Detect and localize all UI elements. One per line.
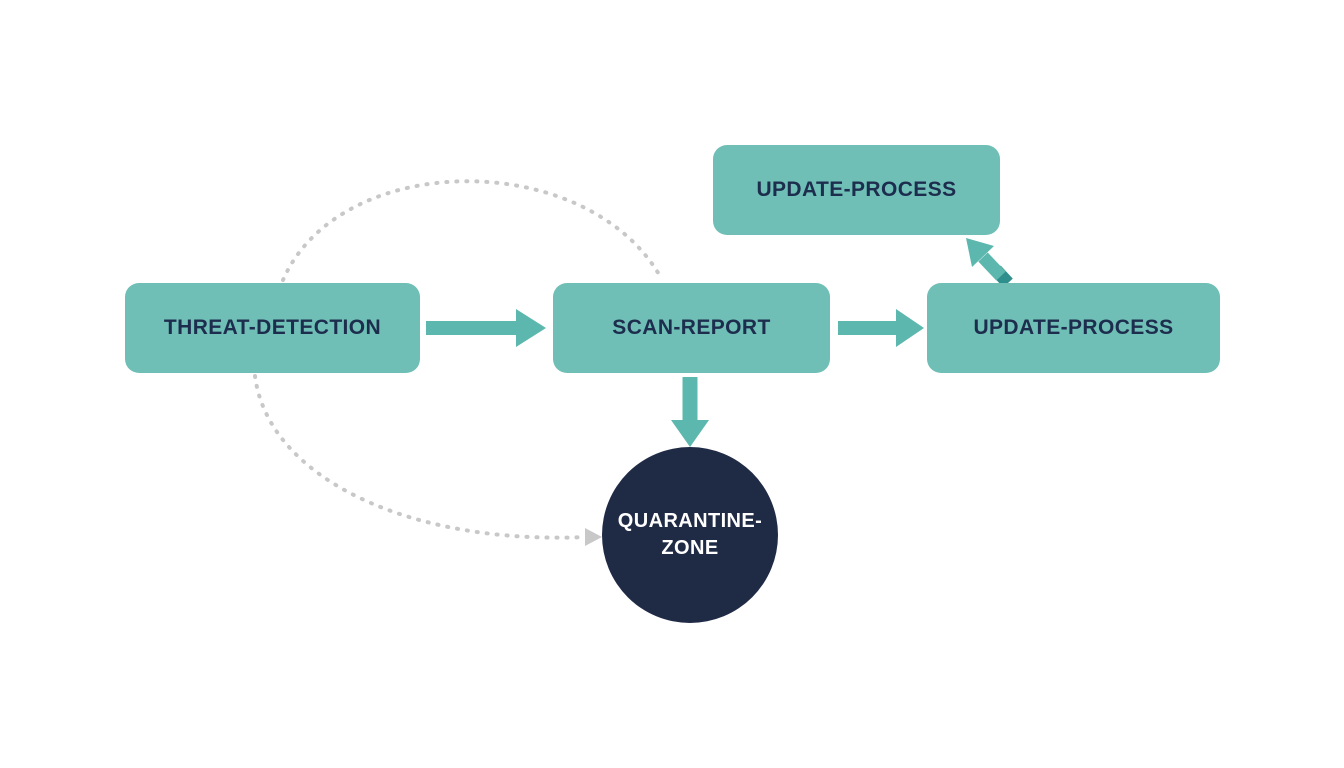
node-update-process-top: UPDATE-PROCESS: [713, 145, 1000, 235]
node-update-process-right-label: UPDATE-PROCESS: [973, 316, 1174, 339]
arrow-scan-to-quarantine-head: [671, 420, 709, 447]
arrow-update-to-update-accent: [991, 265, 1013, 288]
node-quarantine-zone-label-line2: ZONE: [661, 537, 719, 559]
arrow-update-to-update-head: [966, 238, 994, 267]
node-threat-detection-label: THREAT-DETECTION: [163, 316, 382, 339]
dotted-edge-threat-to-scan: [281, 179, 662, 282]
node-scan-report-label: SCAN-REPORT: [612, 316, 771, 339]
dotted-edge-arrowhead: [585, 528, 602, 546]
dotted-edge-threat-to-quarantine: [253, 374, 588, 540]
node-update-process-top-label: UPDATE-PROCESS: [756, 178, 957, 201]
node-quarantine-zone: QUARANTINE- ZONE: [602, 447, 778, 623]
arrow-update-to-update-shaft: [978, 252, 1006, 281]
arrow-threat-to-scan-head: [516, 309, 546, 347]
arrow-scan-to-update-head: [896, 309, 924, 347]
node-quarantine-zone-label-line1: QUARANTINE-: [617, 510, 763, 532]
node-update-process-right: UPDATE-PROCESS: [927, 283, 1220, 373]
node-scan-report: SCAN-REPORT: [553, 283, 830, 373]
node-threat-detection: THREAT-DETECTION: [125, 283, 420, 373]
